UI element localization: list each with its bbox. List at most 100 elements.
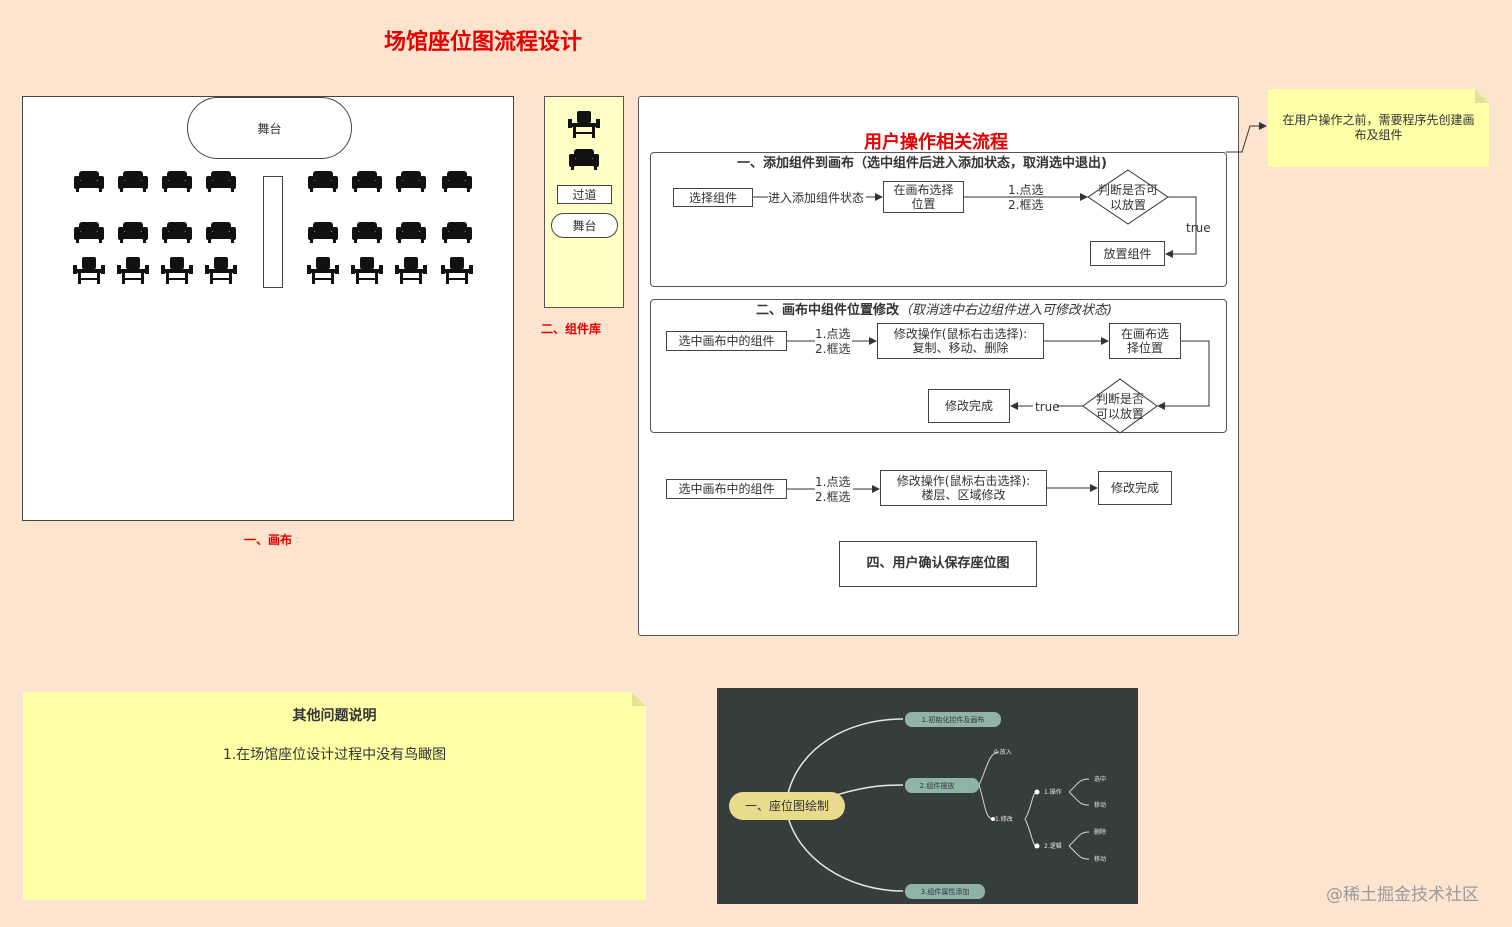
s1-modes: 1.点选 2.框选: [1008, 183, 1044, 212]
aisle-shape[interactable]: [263, 176, 283, 288]
mindmap-b2-label: 2.组件摆放: [920, 781, 955, 790]
mindmap-image: 一、座位图绘制 1.初始化控件及画布 2.组件摆放 3.组件属性添加 0.放入 …: [717, 688, 1138, 904]
s4-save[interactable]: 四、用户确认保存座位图: [839, 541, 1037, 587]
seat-row2-5[interactable]: [351, 220, 383, 244]
canvas-panel[interactable]: 舞台: [22, 96, 514, 521]
s1-choose-position-label: 在画布选择 位置: [893, 183, 954, 211]
s1-select-label: 选择组件: [688, 190, 737, 205]
mindmap-b3: [905, 884, 985, 899]
section2-title-main: 二、画布中组件位置修改: [756, 303, 900, 318]
section1-title: 一、添加组件到画布（选中组件后进入添加状态，取消选中退出): [737, 156, 1107, 171]
mindmap-b1-label: 1.初始化控件及画布: [922, 715, 985, 724]
watermark: @稀土掘金技术社区: [1326, 885, 1479, 905]
s2-judge-label: 判断是否 可以放置: [1095, 392, 1144, 421]
seat-row1-5[interactable]: [351, 169, 383, 193]
seat-row3-1[interactable]: [117, 257, 149, 285]
s1-true: true: [1186, 221, 1211, 235]
library-armchair-icon[interactable]: [568, 147, 600, 171]
s2-done-label: 修改完成: [944, 399, 993, 413]
seat-row2-3[interactable]: [205, 220, 237, 244]
seat-row1-0[interactable]: [73, 169, 105, 193]
mindmap-op-2: 删除: [1094, 828, 1106, 836]
note-top-text: 在用户操作之前，需要程序先创建画布及组件: [1282, 113, 1475, 142]
seat-row1-3[interactable]: [205, 169, 237, 193]
library-stage[interactable]: 舞台: [551, 213, 618, 238]
seat-row2-2[interactable]: [161, 220, 193, 244]
mindmap-op-1: 移动: [1094, 801, 1106, 809]
section2-title-sub: （取消选中右边组件进入可修改状态): [899, 303, 1113, 318]
mindmap-b2: [905, 778, 979, 793]
seat-row2-7[interactable]: [441, 220, 473, 244]
library-aisle[interactable]: 过道: [557, 185, 612, 204]
seat-row3-5[interactable]: [351, 257, 383, 285]
s3-select-component[interactable]: 选中画布中的组件: [666, 479, 787, 499]
s1-place-component-label: 放置组件: [1103, 246, 1152, 261]
canvas-label: 一、画布: [244, 533, 293, 547]
mindmap-root: [729, 792, 845, 820]
s2-done[interactable]: 修改完成: [928, 389, 1010, 423]
library-chair-icon[interactable]: [568, 111, 600, 139]
note-top[interactable]: 在用户操作之前，需要程序先创建画布及组件: [1268, 89, 1489, 167]
seat-row1-4[interactable]: [307, 169, 339, 193]
section2-title: 二、画布中组件位置修改（取消选中右边组件进入可修改状态): [756, 303, 1112, 318]
mindmap-b2-1: 0.放入: [994, 748, 1012, 756]
s1-place-component[interactable]: 放置组件: [1090, 241, 1165, 266]
seat-row1-1[interactable]: [117, 169, 149, 193]
s2-select-component[interactable]: 选中画布中的组件: [666, 331, 787, 351]
note-bottom-title: 其他问题说明: [292, 708, 377, 724]
note-bottom[interactable]: 其他问题说明 1.在场馆座位设计过程中没有鸟瞰图: [23, 692, 646, 900]
note-bottom-fold: [632, 692, 646, 706]
seat-row3-4[interactable]: [307, 257, 339, 285]
library-panel[interactable]: 过道 舞台: [544, 96, 624, 308]
stage-shape[interactable]: 舞台: [187, 97, 352, 159]
seat-row3-3[interactable]: [205, 257, 237, 285]
s2-modify-op-label: 修改操作(鼠标右击选择): 复制、移动、删除: [893, 327, 1028, 355]
s2-select-label: 选中画布中的组件: [678, 334, 775, 348]
mindmap-op-3: 移动: [1094, 855, 1106, 863]
seat-row3-2[interactable]: [161, 257, 193, 285]
seat-row1-6[interactable]: [395, 169, 427, 193]
mindmap-b2-2: 1.修改: [995, 815, 1013, 823]
s3-modify-op-label: 修改操作(鼠标右击选择): 楼层、区域修改: [896, 474, 1031, 502]
mindmap-svg: 一、座位图绘制 1.初始化控件及画布 2.组件摆放 3.组件属性添加 0.放入 …: [729, 712, 1106, 899]
s4-save-label: 四、用户确认保存座位图: [866, 556, 1010, 571]
s2-modes: 1.点选 2.框选: [815, 327, 851, 356]
library-stage-label: 舞台: [572, 218, 597, 233]
s2-choose-position-label: 在画布选 择位置: [1120, 327, 1169, 355]
seat-row3-0[interactable]: [73, 257, 105, 285]
seat-row2-1[interactable]: [117, 220, 149, 244]
s2-true: true: [1035, 400, 1060, 414]
page-title: 场馆座位图流程设计: [384, 30, 583, 55]
flow-title: 用户操作相关流程: [864, 132, 1008, 153]
section1-frame: [650, 152, 1227, 287]
mindmap-b2-2-1: 1.操作: [1044, 788, 1062, 796]
mindmap-b2-2-2: 2.逻辑: [1044, 842, 1062, 850]
note-bottom-item: 1.在场馆座位设计过程中没有鸟瞰图: [222, 747, 447, 763]
seat-row3-7[interactable]: [441, 257, 473, 285]
seat-row2-4[interactable]: [307, 220, 339, 244]
library-label: 二、组件库: [541, 322, 602, 336]
s2-choose-position[interactable]: 在画布选 择位置: [1109, 323, 1181, 359]
s3-done-label: 修改完成: [1110, 481, 1159, 495]
s3-modify-op[interactable]: 修改操作(鼠标右击选择): 楼层、区域修改: [880, 470, 1047, 506]
mindmap-b3-label: 3.组件属性添加: [921, 887, 970, 896]
seat-row1-7[interactable]: [441, 169, 473, 193]
s3-done[interactable]: 修改完成: [1098, 471, 1172, 505]
seat-row3-6[interactable]: [395, 257, 427, 285]
mindmap-b1: [905, 712, 1001, 727]
s1-judge-label: 判断是否可 以放置: [1097, 183, 1158, 212]
s3-modes: 1.点选 2.框选: [815, 475, 851, 504]
seat-row2-0[interactable]: [73, 220, 105, 244]
library-aisle-label: 过道: [572, 187, 597, 202]
seat-row1-2[interactable]: [161, 169, 193, 193]
s1-select-component[interactable]: 选择组件: [673, 188, 753, 207]
s1-enter-state: 进入添加组件状态: [768, 191, 865, 205]
s1-choose-position[interactable]: 在画布选择 位置: [883, 181, 964, 213]
s3-select-label: 选中画布中的组件: [678, 482, 775, 496]
stage-label: 舞台: [257, 121, 282, 136]
mindmap-op-0: 选中: [1094, 775, 1106, 783]
mindmap-root-label: 一、座位图绘制: [745, 798, 829, 813]
seat-row2-6[interactable]: [395, 220, 427, 244]
s2-modify-op[interactable]: 修改操作(鼠标右击选择): 复制、移动、删除: [877, 323, 1044, 359]
note-top-fold: [1475, 89, 1489, 103]
